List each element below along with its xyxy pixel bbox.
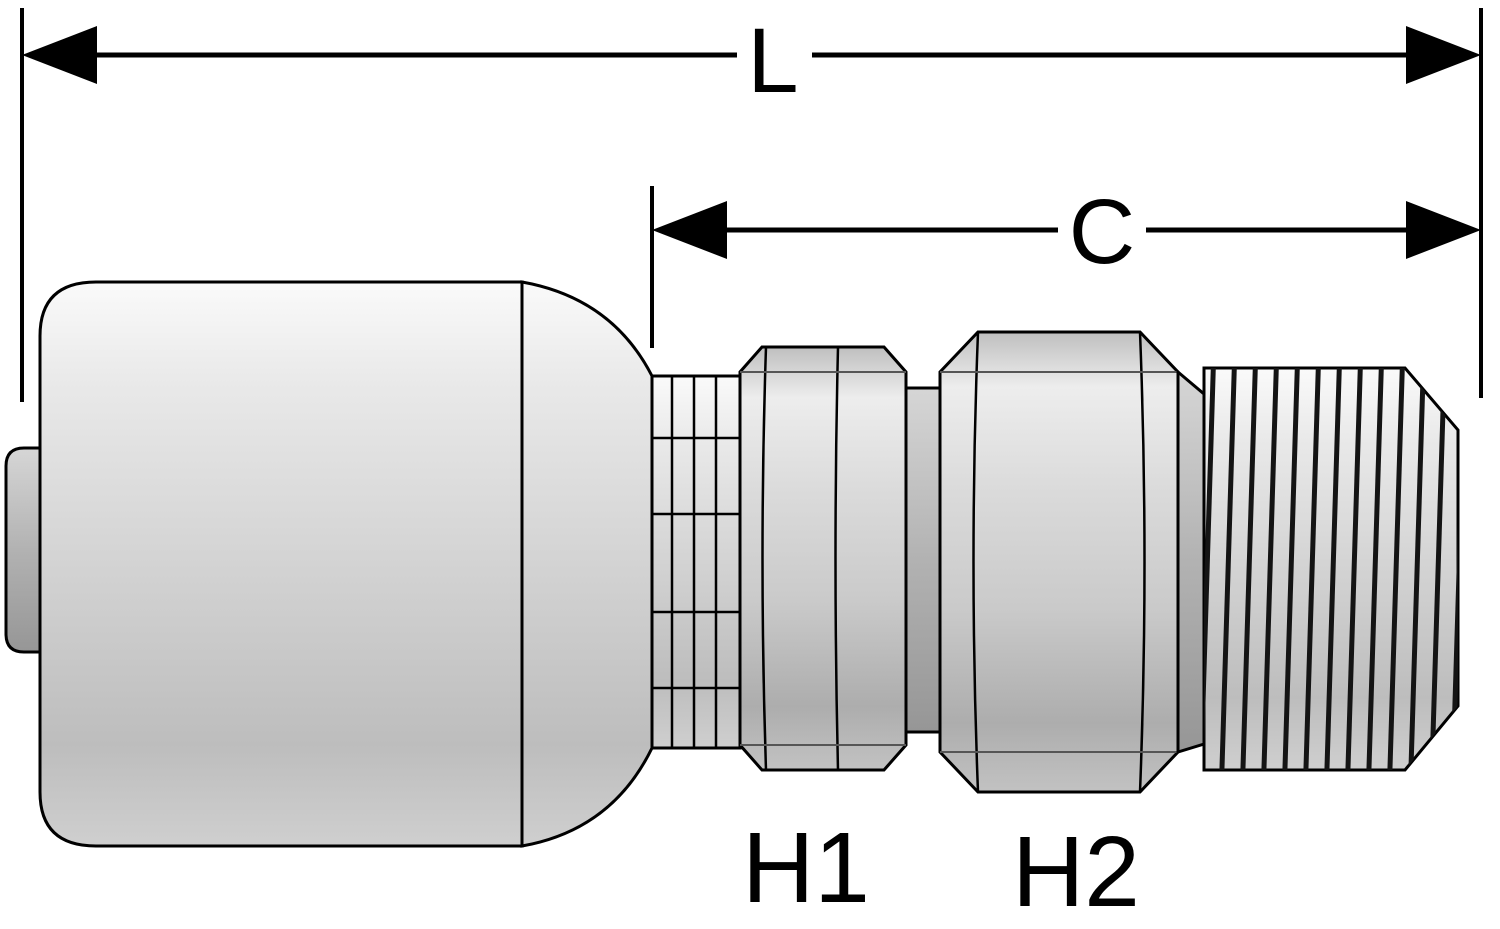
- arrowhead-C-right: [1406, 201, 1481, 259]
- label-h2: H2: [1012, 816, 1140, 928]
- crimp-ferrule: [38, 280, 524, 848]
- hex-nut-h2-face-lines: [940, 331, 1178, 793]
- dimension-label-C: C: [1069, 181, 1135, 283]
- dimension-C: [650, 186, 1481, 348]
- thread-hatching: [1204, 368, 1458, 770]
- hex-nut-h1-face-lines: [740, 346, 906, 771]
- dimension-label-L: L: [747, 10, 798, 112]
- hose-tip: [4, 446, 48, 654]
- label-h1: H1: [742, 812, 870, 924]
- thread-transition: [1176, 368, 1206, 755]
- splined-collar: [650, 374, 742, 750]
- arrowhead-L-right: [1406, 26, 1481, 84]
- arrowhead-L-left: [22, 26, 97, 84]
- relief-groove: [904, 386, 942, 734]
- hex-nut-h1: [738, 345, 908, 772]
- arrowhead-C-left: [652, 201, 727, 259]
- fitting-body: [4, 280, 1460, 848]
- collar-ribs: [652, 376, 740, 748]
- ferrule-taper: [520, 280, 654, 848]
- dimension-L: [20, 8, 1483, 402]
